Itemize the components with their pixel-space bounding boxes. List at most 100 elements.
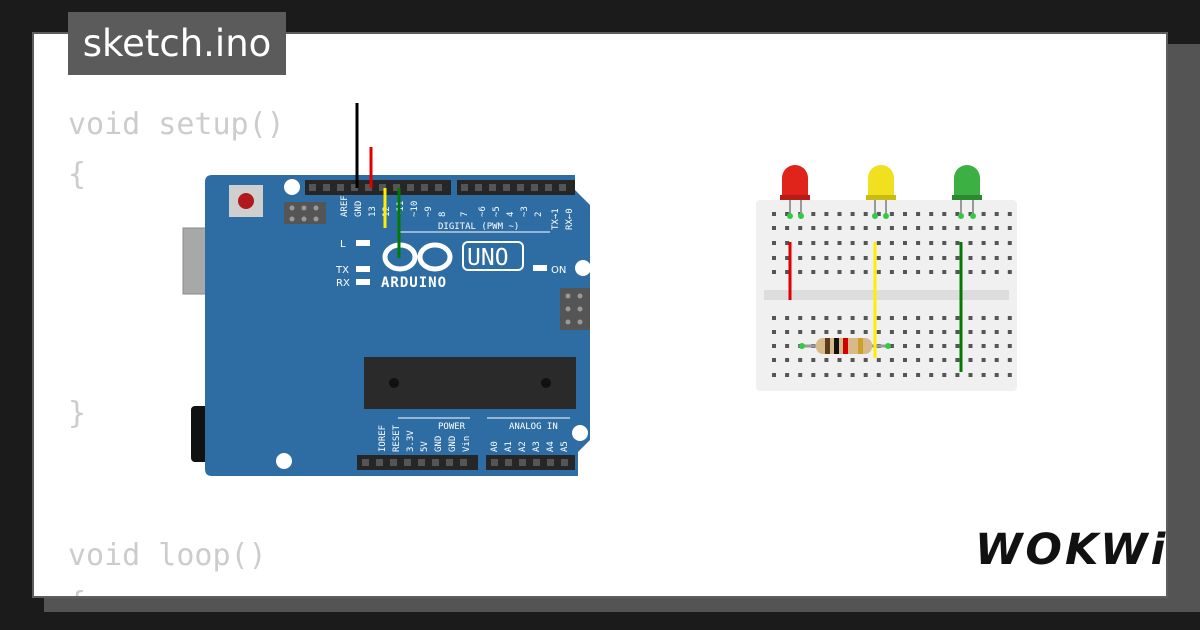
pin-label: ~9: [424, 206, 434, 217]
breadboard-hole: [772, 344, 776, 348]
led-green[interactable]: [952, 165, 982, 214]
breadboard-hole: [798, 270, 803, 274]
breadboard-hole: [1007, 358, 1012, 362]
breadboard-hole: [850, 316, 855, 320]
wokwi-logo: WOKWi: [975, 525, 1169, 575]
pin-label: A0: [490, 441, 500, 452]
breadboard-hole: [876, 212, 881, 216]
pin-label: A2: [518, 441, 528, 452]
pin-label: GND: [448, 436, 458, 452]
breadboard-hole: [863, 241, 868, 245]
breadboard-hole: [916, 344, 921, 348]
breadboard-hole: [903, 256, 907, 260]
breadboard-hole: [798, 316, 803, 320]
breadboard-hole: [968, 241, 973, 245]
microcontroller-chip: [364, 357, 576, 409]
breadboard-hole: [785, 270, 790, 274]
breadboard-hole: [1007, 344, 1012, 348]
breadboard-hole: [785, 316, 790, 320]
power-header: [357, 455, 478, 470]
breadboard-hole: [968, 226, 973, 230]
breadboard-hole: [863, 270, 868, 274]
breadboard-hole: [837, 270, 842, 274]
breadboard-hole: [837, 373, 842, 377]
pin-label: ~6: [478, 206, 488, 217]
breadboard-hole: [876, 270, 881, 274]
pin-label: GND: [354, 201, 364, 217]
breadboard-hole: [863, 212, 868, 216]
pin-label: 8: [438, 212, 448, 217]
breadboard-hole: [981, 226, 986, 230]
led-yellow[interactable]: [866, 165, 896, 214]
breadboard-hole: [981, 270, 986, 274]
breadboard-hole: [850, 270, 855, 274]
breadboard-hole: [785, 358, 790, 362]
breadboard-hole: [981, 373, 986, 377]
breadboard-hole: [929, 316, 934, 320]
digital-label: DIGITAL (PWM ~): [438, 222, 519, 232]
breadboard-hole: [798, 241, 803, 245]
breadboard-hole: [824, 316, 829, 320]
breadboard-hole: [916, 330, 921, 334]
breadboard-hole: [785, 373, 790, 377]
breadboard-hole: [889, 256, 894, 260]
breadboard-hole: [837, 358, 842, 362]
breadboard-hole: [772, 226, 776, 230]
breadboard-hole: [955, 241, 960, 245]
breadboard-hole: [889, 241, 894, 245]
code-line: {: [68, 586, 86, 596]
breadboard-hole: [955, 226, 960, 230]
breadboard-hole: [942, 270, 947, 274]
breadboard-hole: [942, 316, 947, 320]
arduino-board[interactable]: AREF GND 13 12 ~11 ~10 ~9 8 7 ~6 ~5 4 ~3…: [205, 175, 591, 476]
breadboard-hole: [903, 212, 907, 216]
breadboard-hole: [929, 373, 934, 377]
pin-label: RX←0: [565, 208, 575, 230]
breadboard-hole: [876, 373, 881, 377]
breadboard-hole: [811, 212, 816, 216]
breadboard-hole: [850, 373, 855, 377]
breadboard-hole: [824, 226, 829, 230]
breadboard-hole: [811, 373, 816, 377]
breadboard-hole: [994, 316, 999, 320]
pin-label: A1: [504, 441, 514, 452]
breadboard-hole: [824, 212, 829, 216]
pin-label: ~11: [396, 201, 406, 217]
breadboard-hole: [929, 241, 934, 245]
pin-label: A3: [532, 441, 542, 452]
breadboard-hole: [1007, 241, 1012, 245]
breadboard-hole: [772, 212, 776, 216]
breadboard-hole: [942, 212, 947, 216]
breadboard[interactable]: [756, 200, 1017, 391]
led-red[interactable]: [780, 165, 810, 214]
breadboard-hole: [850, 358, 855, 362]
breadboard-hole: [916, 226, 921, 230]
breadboard-hole: [942, 358, 947, 362]
breadboard-hole: [811, 316, 816, 320]
breadboard-hole: [929, 344, 934, 348]
breadboard-hole: [955, 256, 960, 260]
breadboard-hole: [889, 330, 894, 334]
breadboard-hole: [929, 212, 934, 216]
breadboard-hole: [837, 241, 842, 245]
sketch-tab[interactable]: sketch.ino: [68, 12, 286, 75]
brand-label: ARDUINO: [381, 275, 447, 291]
breadboard-hole: [798, 226, 803, 230]
breadboard-hole: [811, 270, 816, 274]
breadboard-hole: [981, 241, 986, 245]
breadboard-hole: [811, 256, 816, 260]
breadboard-hole: [981, 256, 986, 260]
breadboard-hole: [889, 226, 894, 230]
breadboard-hole: [850, 241, 855, 245]
analog-header: [486, 455, 575, 470]
breadboard-hole: [772, 256, 776, 260]
pin-label: 5V: [420, 441, 430, 452]
pin-label: TX→1: [551, 208, 561, 230]
breadboard-hole: [981, 344, 986, 348]
breadboard-hole: [994, 212, 999, 216]
breadboard-hole: [942, 373, 947, 377]
breadboard-hole: [942, 226, 947, 230]
breadboard-hole: [798, 358, 803, 362]
breadboard-hole: [772, 358, 776, 362]
